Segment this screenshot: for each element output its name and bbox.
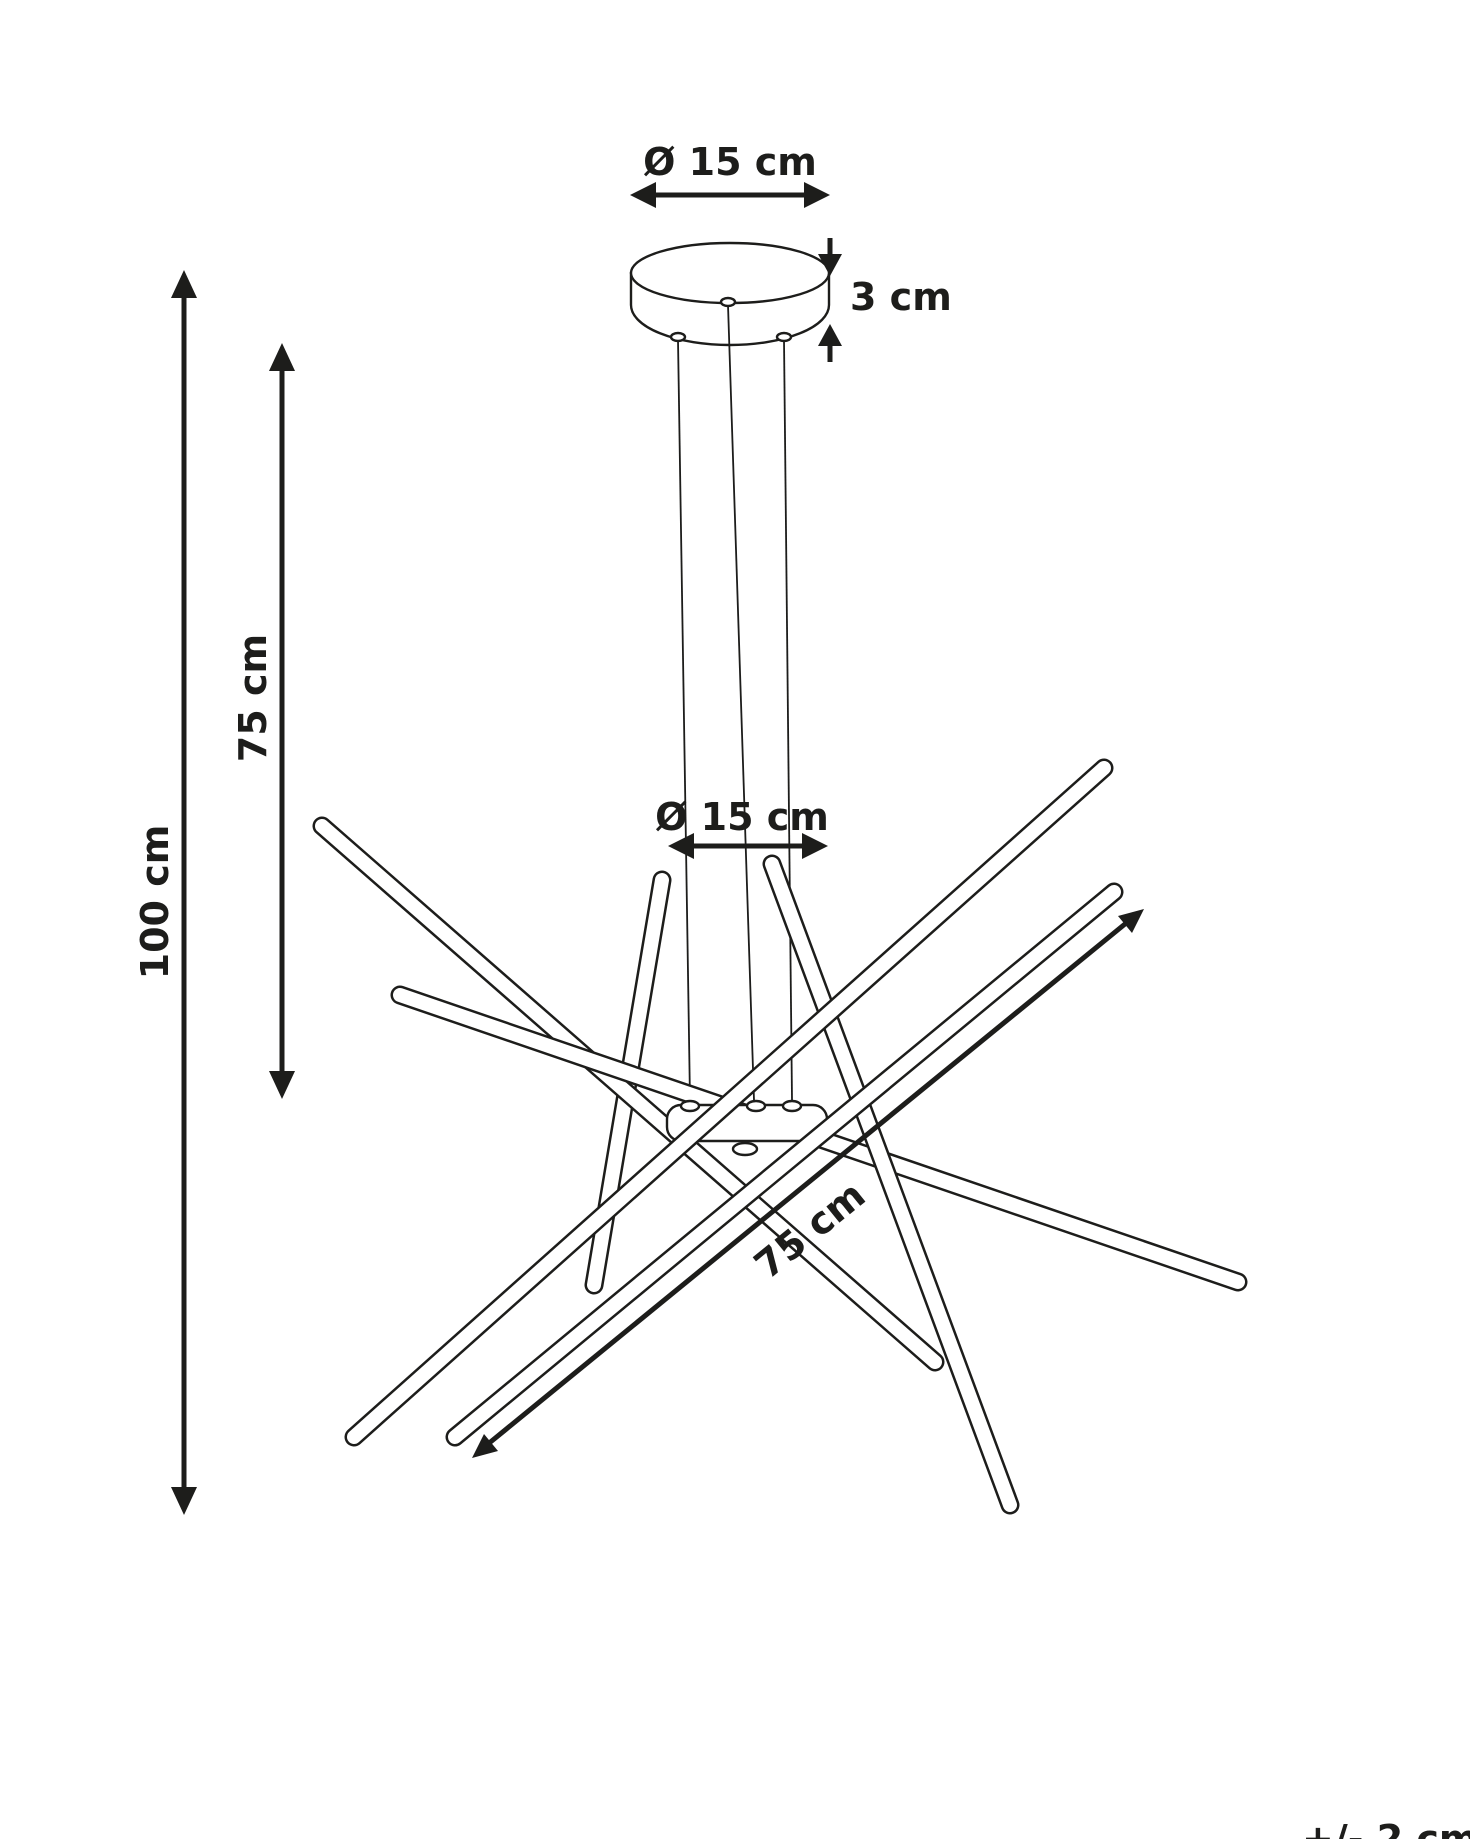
rod-length-dimension: 75 cm (472, 909, 1144, 1458)
total-height-label: 100 cm (133, 825, 177, 980)
cable-length-label: 75 cm (231, 634, 275, 762)
hub-diameter-label: Ø 15 cm (655, 795, 829, 839)
total-height-dimension: 100 cm (133, 270, 197, 1515)
tolerance-note: +/- 2 cm (1302, 1817, 1470, 1839)
canopy-height-label: 3 cm (850, 275, 952, 319)
canopy-diameter-label: Ø 15 cm (643, 140, 817, 184)
hub-diameter-dimension: Ø 15 cm (655, 795, 829, 859)
lamp-rods (312, 758, 1248, 1515)
suspension-wires (677, 304, 793, 1101)
ceiling-canopy (629, 241, 831, 347)
canopy-height-dimension: 3 cm (818, 238, 952, 362)
cable-length-dimension: 75 cm (231, 343, 295, 1099)
canopy-diameter-dimension: Ø 15 cm (630, 140, 830, 208)
